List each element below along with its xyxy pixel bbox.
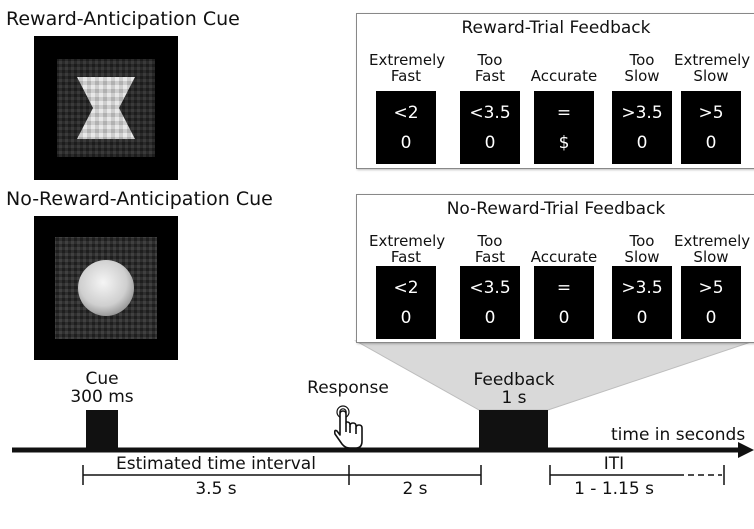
reward-cue-title: Reward-Anticipation Cue xyxy=(6,8,240,30)
cue-label: Cue xyxy=(85,369,119,389)
reward-cue-image xyxy=(34,36,178,180)
no-reward-cue-image xyxy=(34,216,178,360)
feedback-label: Feedback xyxy=(473,370,555,390)
response-label: Response xyxy=(307,378,389,398)
feedback-box-accurate: =$ xyxy=(534,91,594,164)
hand-pointer-icon xyxy=(333,405,363,449)
feedback-duration: 1 s xyxy=(501,388,527,408)
no-reward-feedback-title: No-Reward-Trial Feedback xyxy=(446,199,666,219)
time-axis-label: time in seconds xyxy=(611,425,746,445)
category-label-accurate: Accurate xyxy=(530,248,598,266)
cue-bar xyxy=(86,410,118,450)
time-axis-arrowhead xyxy=(738,442,754,458)
reward-feedback-title: Reward-Trial Feedback xyxy=(461,18,651,38)
interval-brackets xyxy=(82,465,725,485)
estimated-interval-value: 3.5 s xyxy=(195,479,237,499)
iti-value: 1 - 1.15 s xyxy=(574,479,654,499)
no-reward-cue-title: No-Reward-Anticipation Cue xyxy=(6,188,273,210)
estimated-interval-label: Estimated time interval xyxy=(116,454,316,474)
feedback-bar xyxy=(479,410,548,450)
feedback-box-accurate: =0 xyxy=(534,266,594,339)
iti-label: ITI xyxy=(603,454,625,474)
gap-interval-value: 2 s xyxy=(402,479,428,499)
category-label-accurate: Accurate xyxy=(530,67,598,85)
cue-duration: 300 ms xyxy=(70,387,134,407)
